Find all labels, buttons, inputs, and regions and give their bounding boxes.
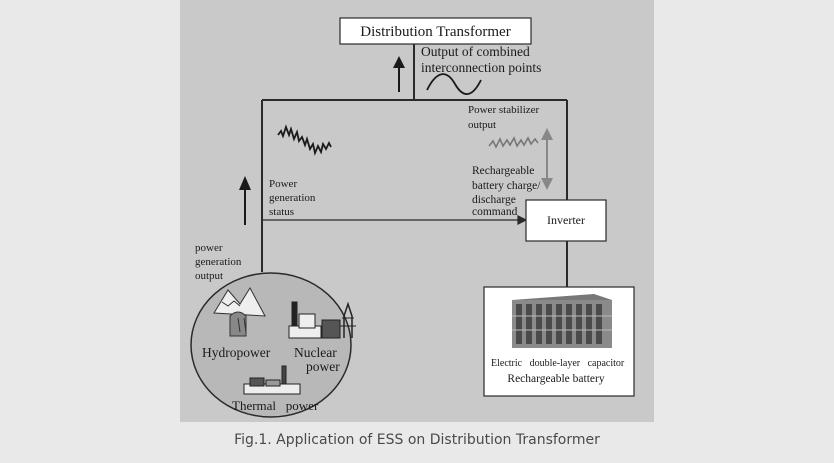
- rechargeable-battery-label: Rechargeable battery: [507, 373, 604, 385]
- nuclear-power-label: Nuclear power: [294, 345, 340, 374]
- arrow-up-icon: [393, 56, 405, 92]
- power-stabilizer-label: Power stabilizer output: [468, 104, 542, 131]
- power-generation-output-label: power generation output: [195, 242, 244, 282]
- hydropower-icon: [213, 287, 266, 337]
- double-arrow-icon: [541, 128, 553, 190]
- distribution-transformer-label: Distribution Transformer: [360, 24, 510, 40]
- arrow-up-left-icon: [239, 176, 251, 225]
- wiring-lines: [261, 44, 568, 287]
- command-line: [262, 215, 528, 225]
- edlc-label: Electric double-layer capacitor: [491, 358, 625, 369]
- nuclear-plant-icon: [288, 301, 356, 339]
- figure-caption: Fig.1. Application of ESS on Distributio…: [234, 432, 600, 448]
- distribution-transformer-box: [339, 17, 532, 45]
- power-generation-status-label: Power generation status: [269, 178, 318, 218]
- generation-wave-icon: [277, 124, 332, 156]
- rechargeable-command-label: Rechargeable battery charge/ discharge c…: [472, 165, 543, 218]
- capacitor-bank-icon: [512, 294, 612, 348]
- sine-wave-icon: [426, 73, 482, 95]
- inverter-box: [525, 199, 607, 242]
- output-combined-label: Output of combined interconnection point…: [421, 44, 541, 75]
- thermal-plant-icon: [243, 365, 301, 395]
- hydropower-label: Hydropower: [202, 345, 271, 360]
- inverter-label: Inverter: [547, 213, 585, 227]
- stabilized-wave-icon: [488, 136, 539, 149]
- thermal-power-label: Thermal power: [232, 398, 319, 413]
